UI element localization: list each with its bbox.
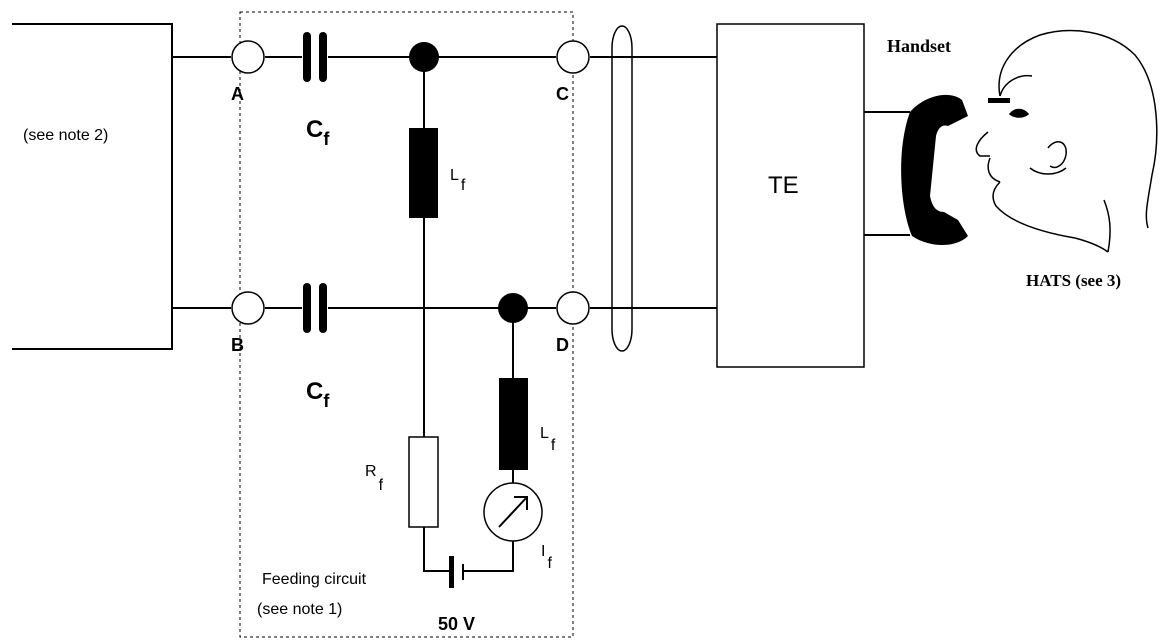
terminal-d-label: D bbox=[556, 335, 569, 355]
capacitor-top-label: Cf bbox=[306, 116, 330, 149]
terminal-c-label: C bbox=[556, 84, 569, 104]
terminal-d bbox=[556, 291, 590, 325]
cable-ellipse bbox=[611, 25, 633, 352]
terminal-a-label: A bbox=[231, 84, 244, 104]
inductor-bottom-label: Lf bbox=[540, 425, 556, 454]
te-box bbox=[716, 23, 865, 368]
capacitor-top bbox=[303, 32, 327, 82]
handset-label: Handset bbox=[887, 36, 951, 56]
ammeter bbox=[483, 482, 543, 542]
terminal-c bbox=[556, 40, 590, 74]
terminal-b-label: B bbox=[231, 335, 244, 355]
battery-label: 50 V bbox=[438, 614, 475, 634]
left-block-note: (see note 2) bbox=[23, 127, 108, 144]
hats-head-icon bbox=[975, 29, 1158, 253]
terminal-a bbox=[231, 40, 265, 74]
inductor-top-label: Lf bbox=[450, 167, 466, 194]
resistor-label: Rf bbox=[365, 463, 384, 494]
feeding-circuit-note: (see note 1) bbox=[257, 601, 342, 618]
capacitor-bottom-label: Cf bbox=[306, 378, 330, 411]
left-block: (see note 2) bbox=[12, 23, 173, 350]
terminal-b bbox=[231, 291, 265, 325]
te-label: TE bbox=[768, 172, 799, 199]
hats-eyebrow bbox=[988, 98, 1010, 103]
inductor-bottom bbox=[499, 378, 528, 470]
handset-icon bbox=[901, 94, 968, 245]
meter-label: If bbox=[541, 543, 552, 572]
inductor-top bbox=[409, 128, 438, 218]
resistor bbox=[408, 436, 439, 528]
feeding-circuit-label: Feeding circuit bbox=[262, 571, 367, 588]
feeding-circuit-boundary bbox=[239, 11, 574, 638]
battery bbox=[449, 556, 464, 588]
capacitor-bottom bbox=[303, 283, 327, 333]
left-block-outline bbox=[12, 23, 173, 350]
hats-label: HATS (see 3) bbox=[1026, 271, 1121, 290]
